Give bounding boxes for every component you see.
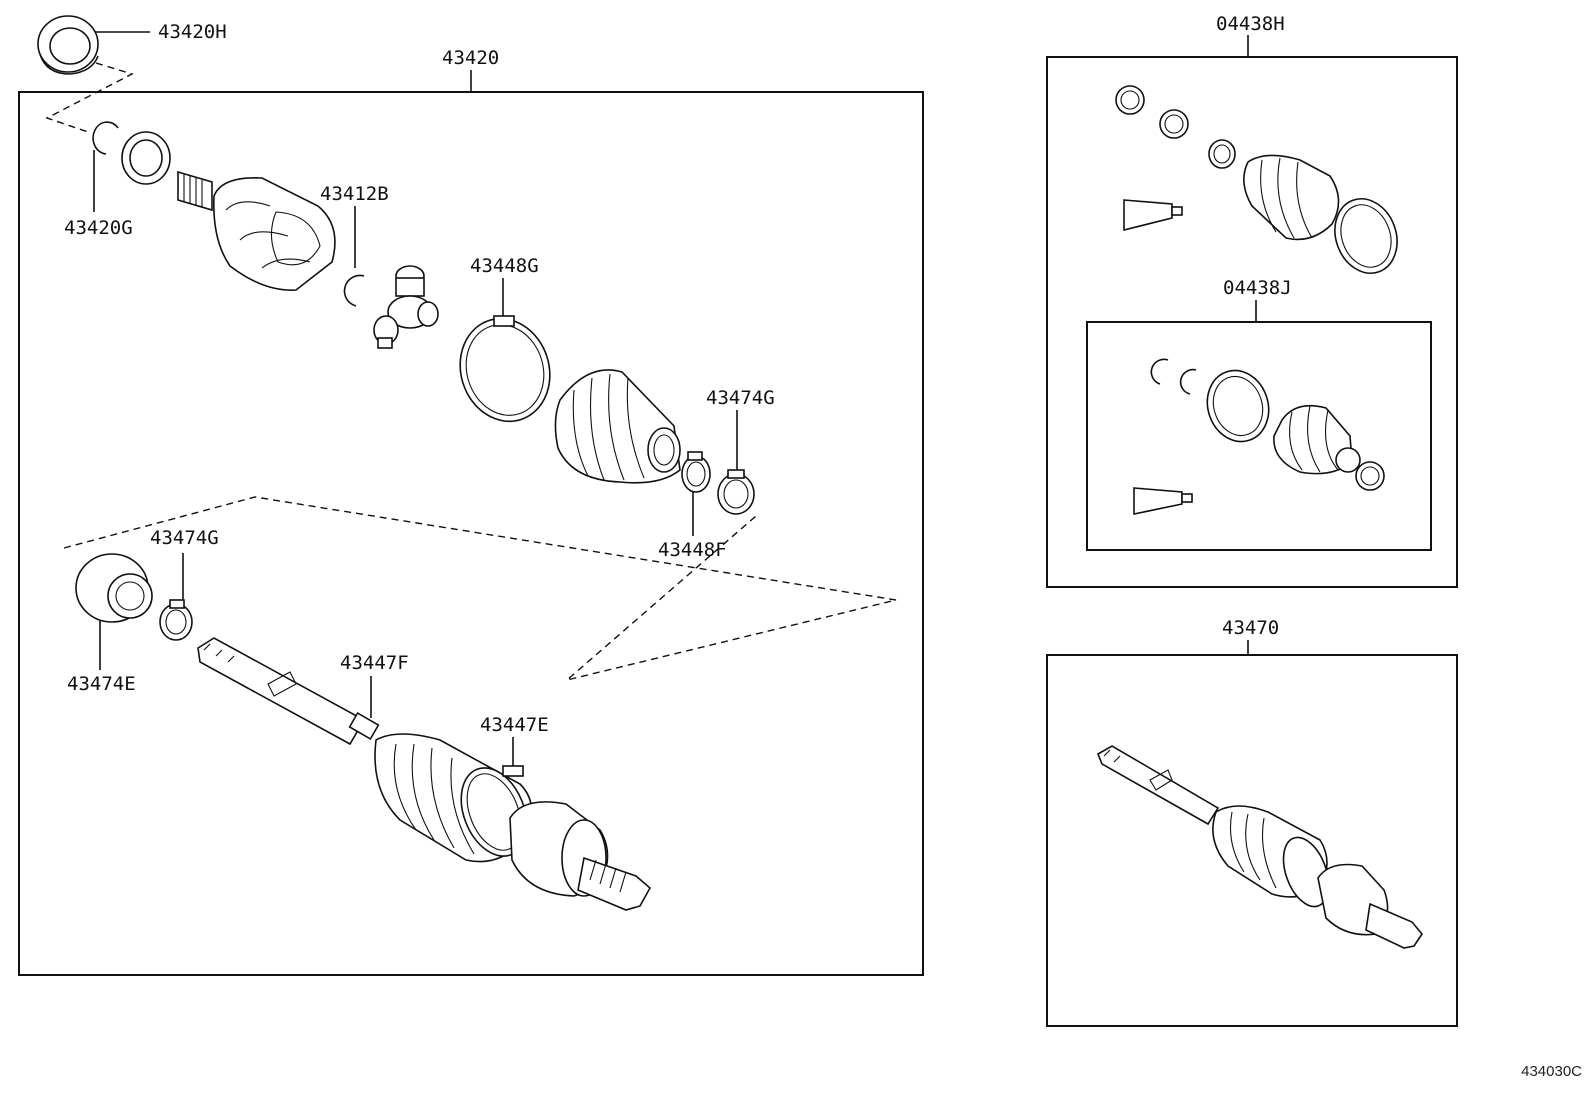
label-04438J: 04438J [1223, 277, 1292, 299]
tripod-joint [373, 265, 439, 349]
label-43420G: 43420G [64, 217, 133, 239]
leader-lines [93, 31, 1257, 772]
kit-04438H-frame [1046, 56, 1458, 588]
assembly-43470-frame [1046, 654, 1458, 1027]
figure-code: 434030C [1521, 1063, 1582, 1080]
band-43448G [459, 315, 551, 423]
kit-04438J-parts [1133, 358, 1385, 515]
dashed-guides [45, 62, 897, 681]
label-43447F: 43447F [340, 652, 409, 674]
label-43447E: 43447E [480, 714, 549, 736]
label-43474G-top: 43474G [706, 387, 775, 409]
label-43474G-bottom: 43474G [150, 527, 219, 549]
label-43470: 43470 [1222, 617, 1279, 639]
label-43448F: 43448F [658, 539, 727, 561]
clamp-43474G-top [717, 469, 755, 515]
clamp-43448F [681, 451, 711, 493]
label-43420: 43420 [442, 47, 499, 69]
joint-housing [177, 170, 336, 291]
label-43420H: 43420H [158, 21, 227, 43]
kit-04438J-frame [1086, 321, 1432, 551]
clamp-43474G-bottom [159, 599, 193, 641]
part-labels: 43420H 43420 43420G 43412B 43448G 43474G… [64, 13, 1582, 1080]
complete-drive-shaft-43470 [1096, 745, 1423, 949]
cv-joint-outer [509, 801, 652, 911]
bearing-ring-43420H [37, 15, 99, 75]
ring-seal [121, 131, 171, 185]
drive-shaft [197, 637, 380, 746]
bearing-43474E [75, 553, 153, 623]
label-43474E: 43474E [67, 673, 136, 695]
kit-04438H-parts [1115, 85, 1398, 274]
boot-inner [554, 369, 681, 484]
label-04438H: 04438H [1216, 13, 1285, 35]
snap-ring-43420G [92, 121, 119, 155]
snap-ring-43412B [343, 274, 365, 307]
label-43448G: 43448G [470, 255, 539, 277]
label-43412B: 43412B [320, 183, 389, 205]
